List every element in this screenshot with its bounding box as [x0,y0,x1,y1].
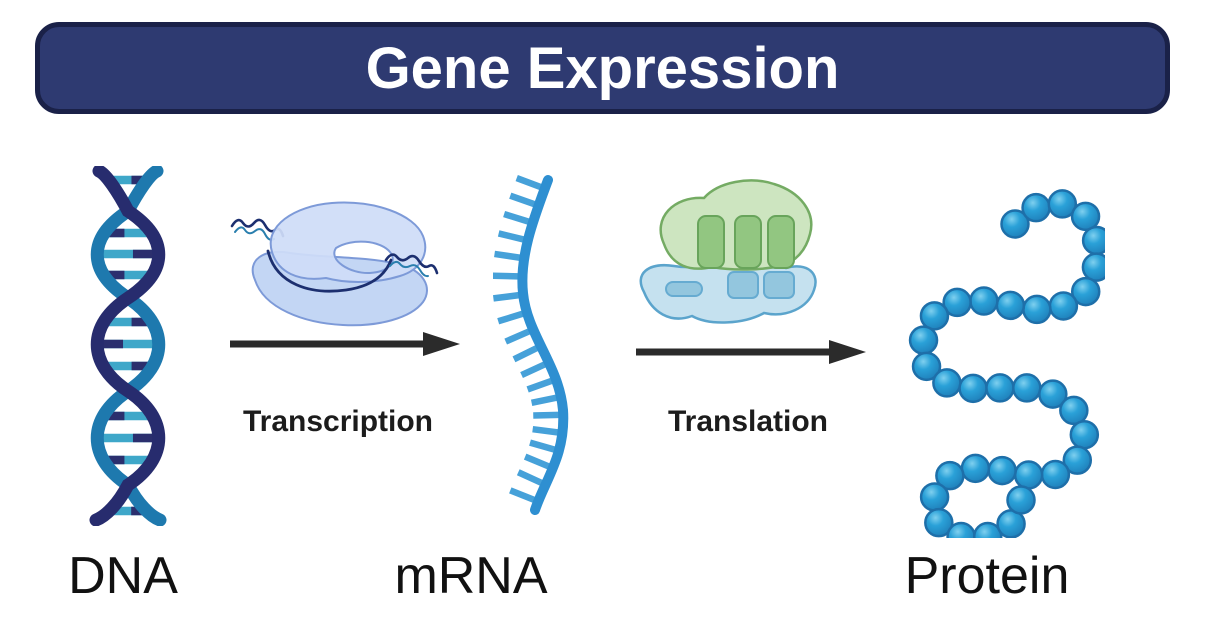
mrna-tick [530,394,558,407]
protein-bead [935,460,965,491]
protein-bead [942,287,972,318]
mrna-tick [520,361,547,378]
mrna-backbone [517,175,569,515]
transcription-arrow-icon [230,332,460,356]
translation-label: Translation [667,405,829,438]
protein-bead [1070,201,1101,232]
mrna-tick [497,310,525,325]
protein-bead [946,521,976,538]
protein-bead [1006,485,1036,515]
protein-bead [958,373,988,404]
protein-bead [995,290,1026,321]
mrna-tick [526,377,554,393]
trna-site-square [763,271,795,299]
mrna-tick [493,272,519,280]
protein-bead [919,482,950,512]
dna-strand-dark [89,166,166,526]
protein-bead [1022,294,1052,325]
ribosome-channel-bar [734,215,762,269]
mrna-tick [503,210,530,225]
ribosome-channel-bar [697,215,725,269]
protein-bead [1059,395,1089,426]
protein-bead [1000,209,1030,239]
protein-bead [1012,373,1042,403]
protein-bead [924,507,954,538]
protein-bead [1081,225,1105,256]
page-title: Gene Expression [365,35,840,101]
protein-bead [911,351,942,382]
mrna-nucleotide-ticks [493,175,560,504]
protein-bead [1069,419,1100,450]
mrna-label: mRNA [394,547,548,605]
protein-bead [919,301,950,331]
protein-bead [1013,460,1044,490]
amino-acid-beads [908,189,1105,538]
mrna-tick [516,469,544,487]
protein-bead [1070,276,1101,307]
protein-bead [1062,445,1093,475]
protein-bead [985,373,1015,403]
mrna-tick [532,425,559,436]
protein-bead [1021,192,1051,223]
protein-bead [969,286,999,316]
protein-bead [987,455,1017,486]
mrna-tick [512,344,539,363]
template-strand-thread [266,249,393,293]
polymerase-upper-lobe [269,201,427,283]
trna-site-square [727,271,759,299]
protein-bead [1040,459,1071,490]
title-banner: Gene Expression [35,22,1170,114]
ribosome-icon [639,179,817,324]
trna-site-pill [665,281,703,297]
protein-bead [972,521,1003,538]
protein-bead [960,453,991,484]
mrna-tick [504,328,531,345]
ribosome-channel-bar [767,215,795,269]
mrna-strand-icon [493,175,569,515]
transcription-label: Transcription [242,405,434,438]
protein-bead [1047,189,1078,219]
dna-label: DNA [68,547,178,605]
rna-polymerase-icon [230,201,439,327]
protein-bead [1038,379,1068,409]
mrna-tick [493,291,520,302]
mrna-tick [509,192,536,208]
translation-arrow-icon [636,340,866,364]
mrna-tick [529,439,556,453]
mrna-tick [509,487,536,504]
protein-bead [932,368,962,398]
mrna-tick [494,250,521,261]
mrna-tick [497,230,525,243]
mrna-tick [515,175,543,191]
protein-label: Protein [904,547,1070,605]
dna-double-helix-icon [89,166,167,526]
mrna-tick [523,453,551,470]
dna-squiggle-right-icon [384,253,439,278]
protein-bead [1048,291,1079,321]
mrna-tick [533,411,560,419]
protein-bead [908,325,939,355]
protein-bead [1081,252,1105,282]
protein-chain-icon [908,189,1105,538]
